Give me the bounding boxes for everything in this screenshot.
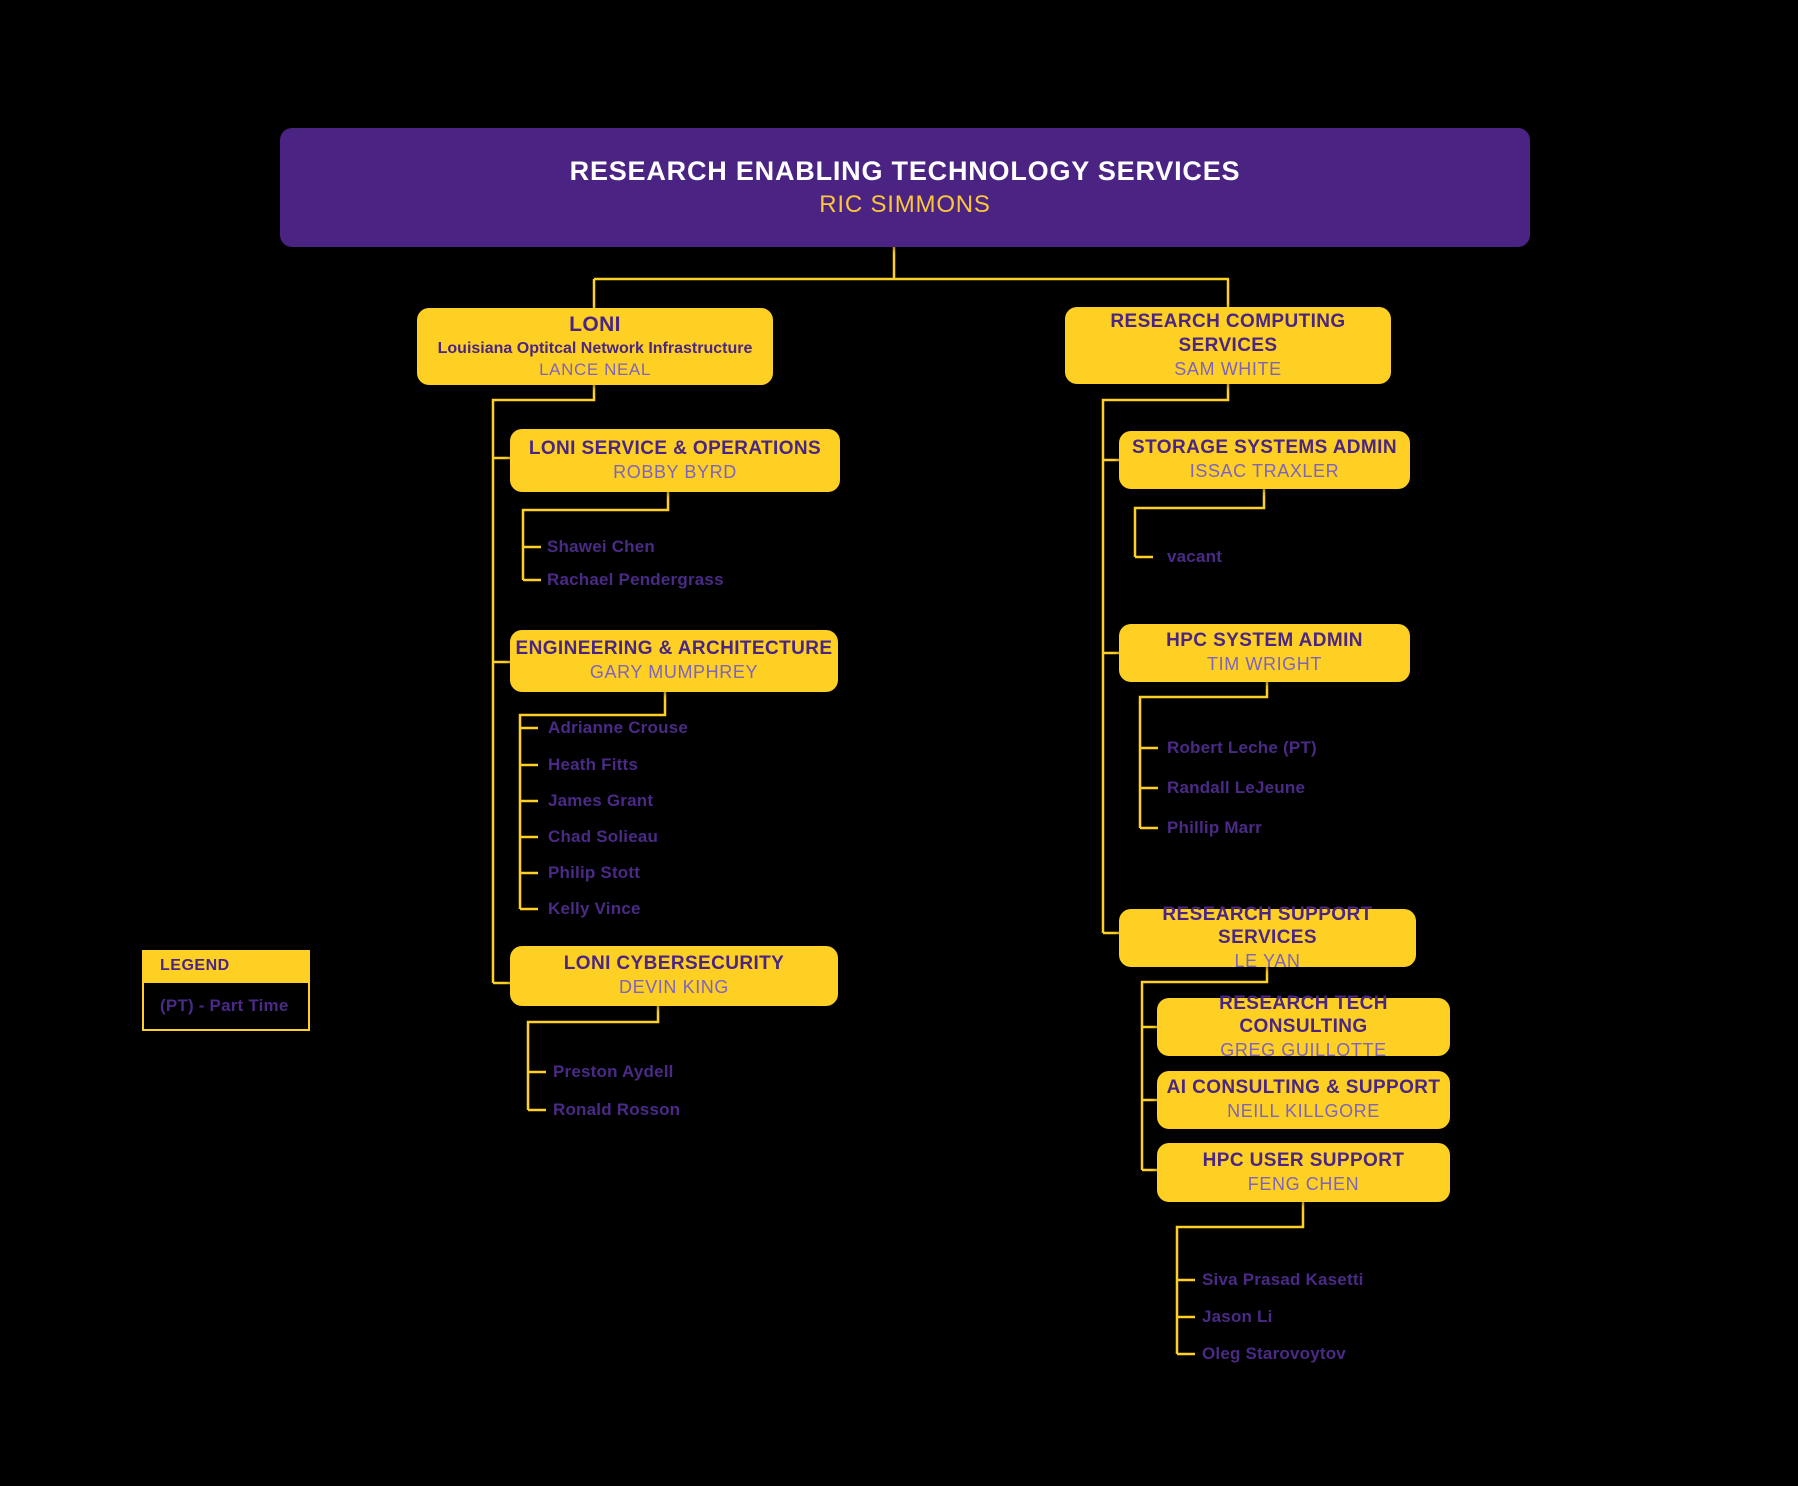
cybersecurity-person: DEVIN KING xyxy=(618,977,730,998)
member-name: vacant xyxy=(1167,547,1223,566)
org-box-storage: STORAGE SYSTEMS ADMIN ISSAC TRAXLER xyxy=(1119,431,1410,489)
loni-service-person: ROBBY BYRD xyxy=(613,461,737,482)
ai-person: NEILL KILLGORE xyxy=(1227,1101,1380,1122)
member-name: Phillip Marr xyxy=(1167,818,1262,837)
org-box-rcs: RESEARCH COMPUTING SERVICES SAM WHITE xyxy=(1065,307,1391,384)
rtc-person: GREG GUILLOTTE xyxy=(1220,1040,1387,1061)
hpc-admin-title: HPC SYSTEM ADMIN xyxy=(1166,630,1363,652)
member-name: Randall LeJeune xyxy=(1167,778,1306,797)
org-box-hpc-admin: HPC SYSTEM ADMIN TIM WRIGHT xyxy=(1119,624,1410,682)
root-person: RIC SIMMONS xyxy=(819,190,991,218)
member-name: Siva Prasad Kasetti xyxy=(1202,1270,1364,1289)
org-box-loni-service: LONI SERVICE & OPERATIONS ROBBY BYRD xyxy=(510,429,840,492)
member-name: Jason Li xyxy=(1202,1307,1273,1326)
org-box-hpc-user: HPC USER SUPPORT FENG CHEN xyxy=(1157,1143,1450,1202)
loni-subtitle: Louisiana Optitcal Network Infrastructur… xyxy=(437,339,753,357)
org-box-cybersecurity: LONI CYBERSECURITY DEVIN KING xyxy=(510,946,838,1006)
member-name: Philip Stott xyxy=(548,863,641,882)
org-box-engineering: ENGINEERING & ARCHITECTURE GARY MUMPHREY xyxy=(510,630,838,692)
legend-note: (PT) - Part Time xyxy=(142,981,310,1031)
member-name: Shawei Chen xyxy=(547,537,656,556)
hpc-user-title: HPC USER SUPPORT xyxy=(1202,1149,1405,1171)
member-name: Preston Aydell xyxy=(553,1062,674,1081)
ai-title: AI CONSULTING & SUPPORT xyxy=(1166,1077,1441,1099)
loni-service-title: LONI SERVICE & OPERATIONS xyxy=(528,437,822,459)
loni-title: LONI xyxy=(569,313,621,337)
hpc-user-person: FENG CHEN xyxy=(1247,1173,1360,1194)
org-box-ai: AI CONSULTING & SUPPORT NEILL KILLGORE xyxy=(1157,1071,1450,1129)
engineering-title: ENGINEERING & ARCHITECTURE xyxy=(515,638,833,660)
member-name: Rachael Pendergrass xyxy=(547,570,724,589)
storage-person: ISSAC TRAXLER xyxy=(1189,461,1340,482)
legend-header: LEGEND xyxy=(142,950,310,981)
storage-title: STORAGE SYSTEMS ADMIN xyxy=(1132,437,1397,459)
rtc-title: RESEARCH TECH CONSULTING xyxy=(1219,992,1388,1038)
member-name: Kelly Vince xyxy=(548,899,641,918)
engineering-person: GARY MUMPHREY xyxy=(589,662,759,683)
member-name: Adrianne Crouse xyxy=(548,718,688,737)
org-box-rss: RESEARCH SUPPORT SERVICES LE YAN xyxy=(1119,904,1416,971)
cybersecurity-title: LONI CYBERSECURITY xyxy=(563,953,785,975)
member-name: James Grant xyxy=(548,791,654,810)
loni-person: LANCE NEAL xyxy=(539,359,651,379)
rss-person: LE YAN xyxy=(1234,951,1301,972)
rss-title: RESEARCH SUPPORT SERVICES xyxy=(1162,903,1373,949)
legend: LEGEND (PT) - Part Time xyxy=(142,950,310,1031)
member-name: Heath Fitts xyxy=(548,755,639,774)
rcs-title: RESEARCH COMPUTING SERVICES xyxy=(1110,311,1346,356)
member-name: Robert Leche (PT) xyxy=(1167,738,1317,757)
root-title: RESEARCH ENABLING TECHNOLOGY SERVICES xyxy=(569,156,1241,187)
member-name: Oleg Starovoytov xyxy=(1202,1344,1346,1363)
member-name: Chad Solieau xyxy=(548,827,659,846)
org-box-root: RESEARCH ENABLING TECHNOLOGY SERVICES RI… xyxy=(280,128,1530,247)
org-box-loni: LONI Louisiana Optitcal Network Infrastr… xyxy=(417,308,773,385)
member-name: Ronald Rosson xyxy=(553,1100,681,1119)
hpc-admin-person: TIM WRIGHT xyxy=(1207,654,1322,675)
org-box-rtc: RESEARCH TECH CONSULTING GREG GUILLOTTE xyxy=(1157,993,1450,1060)
rcs-person: SAM WHITE xyxy=(1174,358,1282,379)
